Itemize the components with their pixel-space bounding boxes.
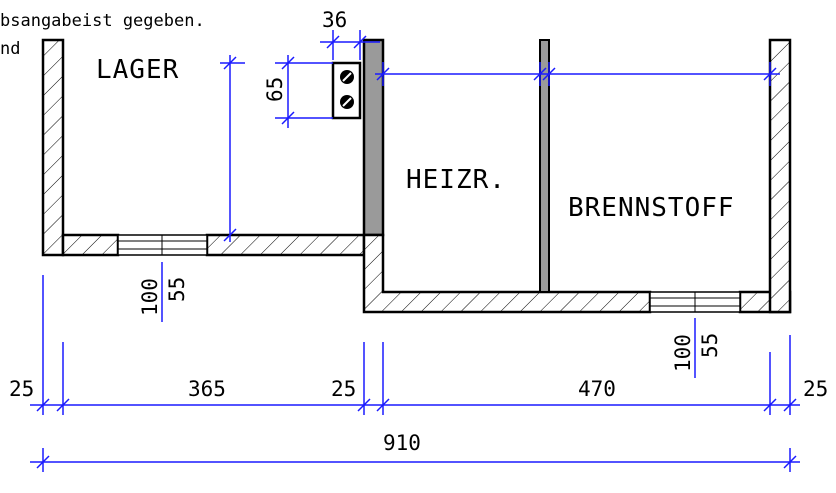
dim-segment-5: 25 — [803, 377, 828, 401]
wall-heizr-bottom — [362, 233, 652, 314]
chimney-depth-label: 65 — [263, 77, 287, 102]
wall-lager-bottom-left — [61, 233, 120, 257]
room-label-heizr: HEIZR. — [406, 165, 506, 195]
wall-left-outer — [41, 38, 65, 257]
wall-partition — [539, 39, 550, 293]
window-right-height-label: 100 — [671, 334, 695, 372]
room-label-lager: LAGER — [96, 55, 179, 85]
window-left-parapet-label: 55 — [165, 277, 189, 302]
chimney-wall — [362, 38, 385, 237]
room-label-brennstoff: BRENNSTOFF — [568, 193, 735, 223]
wall-right-outer — [768, 38, 792, 314]
note-line-1: bsangabeist gegeben. — [0, 11, 205, 31]
window-left — [117, 234, 208, 256]
window-right-parapet-label: 55 — [698, 333, 722, 358]
window-right — [649, 291, 741, 313]
window-left-height-label: 100 — [138, 278, 162, 316]
dim-total: 910 — [383, 431, 421, 455]
dim-segment-2: 365 — [188, 377, 226, 401]
dim-segment-3: 25 — [331, 377, 356, 401]
dimension-lines — [30, 30, 800, 472]
dim-segment-1: 25 — [9, 377, 34, 401]
chimney-width-label: 36 — [322, 8, 347, 32]
dim-segment-4: 470 — [578, 377, 616, 401]
note-line-2: nd — [0, 39, 20, 59]
chimney-flue — [331, 61, 362, 120]
